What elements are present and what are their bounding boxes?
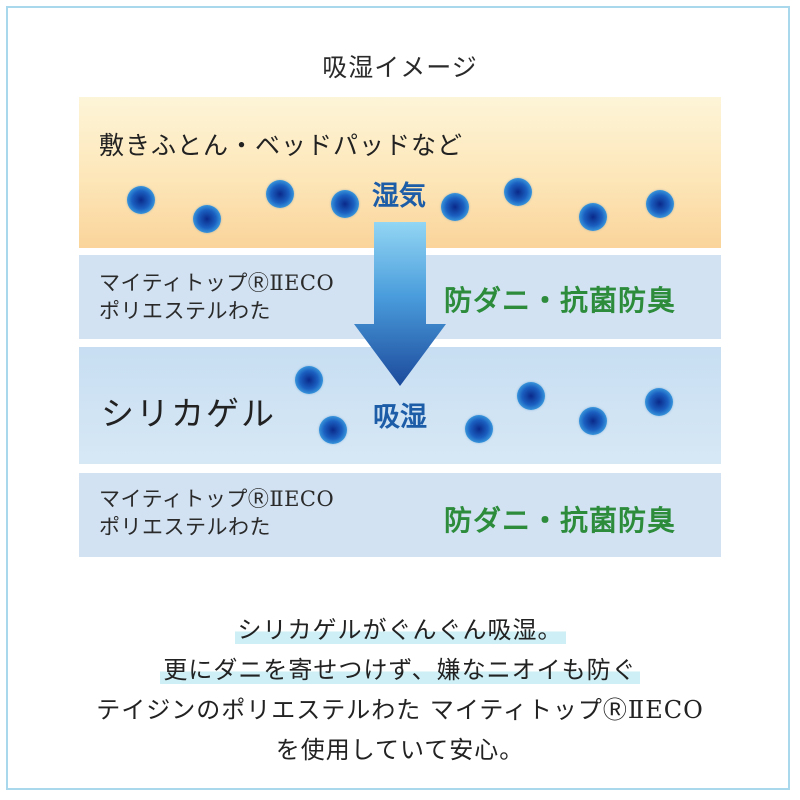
moisture-droplet-icon	[295, 366, 323, 394]
layer-fiber-upper: マイティトップⓇⅡECO ポリエステルわた 防ダニ・抗菌防臭	[79, 255, 721, 339]
moisture-droplet-icon	[331, 190, 359, 218]
fiber-lower-name-line2: ポリエステルわた	[99, 515, 271, 539]
fiber-lower-name: マイティトップⓇⅡECO ポリエステルわた	[99, 485, 334, 541]
moisture-droplet-icon	[441, 193, 469, 221]
moisture-droplet-icon	[579, 407, 607, 435]
futon-label: 敷きふとん・ベッドパッドなど	[99, 131, 464, 160]
fiber-upper-name-line1: マイティトップⓇⅡECO	[99, 271, 335, 295]
moisture-droplet-icon	[645, 388, 673, 416]
moisture-droplet-icon	[193, 205, 221, 233]
moisture-droplet-icon	[127, 186, 155, 214]
fiber-lower-feature: 防ダニ・抗菌防臭	[444, 504, 677, 537]
silica-gel-label: シリカゲル	[101, 394, 276, 433]
fiber-upper-name: マイティトップⓇⅡECO ポリエステルわた	[99, 269, 334, 325]
moisture-droplet-icon	[319, 416, 347, 444]
moisture-droplet-icon	[517, 382, 545, 410]
moisture-droplet-icon	[465, 415, 493, 443]
fiber-upper-name-line2: ポリエステルわた	[99, 299, 271, 323]
fiber-lower-name-line1: マイティトップⓇⅡECO	[99, 487, 335, 511]
caption-line-4: を使用していて安心。	[275, 736, 525, 764]
layer-futon: 敷きふとん・ベッドパッドなど	[79, 97, 721, 248]
fiber-upper-feature: 防ダニ・抗菌防臭	[444, 284, 677, 317]
moisture-droplet-icon	[266, 180, 294, 208]
humidity-label: 湿気	[372, 181, 426, 212]
caption-line-2: 更にダニを寄せつけず、嫌なニオイも防ぐ	[0, 650, 800, 685]
caption-line-1: シリカゲルがぐんぐん吸湿。	[0, 610, 800, 645]
moisture-droplet-icon	[504, 178, 532, 206]
absorption-label: 吸湿	[373, 402, 427, 433]
outer-frame	[6, 6, 790, 790]
moisture-droplet-icon	[646, 190, 674, 218]
moisture-droplet-icon	[579, 203, 607, 231]
caption-line-3: テイジンのポリエステルわた マイティトップⓇⅡECO	[96, 696, 704, 724]
diagram-title: 吸湿イメージ	[322, 53, 478, 82]
layer-fiber-lower: マイティトップⓇⅡECO ポリエステルわた 防ダニ・抗菌防臭	[79, 473, 721, 557]
